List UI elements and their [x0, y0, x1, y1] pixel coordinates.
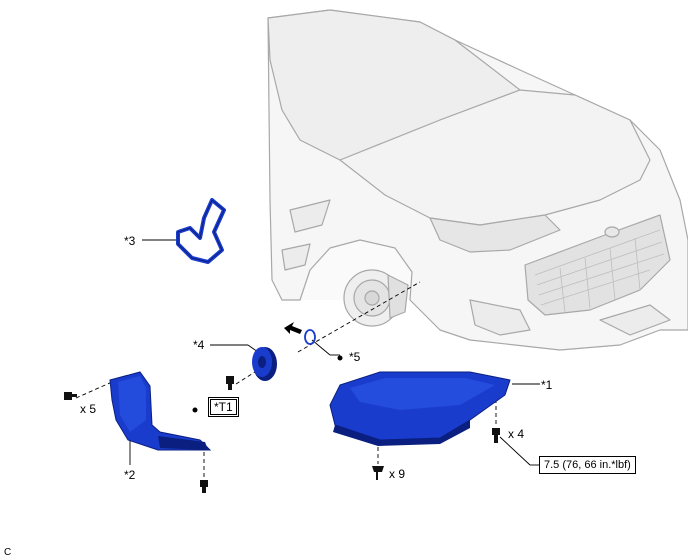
clip-icon: [372, 466, 384, 480]
bolt-icon: [200, 480, 208, 493]
label-part-3: *3: [124, 234, 136, 248]
label-part-2: *2: [124, 468, 136, 482]
idler-pulley: [252, 347, 277, 381]
marker-dot: [337, 355, 343, 361]
bolt-icon: [64, 392, 77, 400]
bolt-icon: [226, 376, 234, 390]
torque-spec-box: 7.5 (76, 66 in.*lbf): [539, 456, 636, 474]
label-qty-center-clips: x 9: [389, 467, 406, 481]
label-qty-right-bolts: x 4: [508, 427, 525, 441]
marker-dot: [192, 407, 198, 413]
arrow-icon: [284, 322, 302, 334]
callout-leader-lines: [129, 239, 540, 466]
tool-reference-box: *T1: [208, 397, 239, 417]
side-engine-cover: [109, 371, 212, 451]
engine-under-cover: [329, 371, 511, 446]
bolt-icon: [492, 428, 500, 443]
label-part-1: *1: [541, 378, 553, 392]
label-part-5: *5: [349, 350, 361, 364]
corner-code: C: [4, 547, 12, 558]
label-qty-left-bolts: x 5: [80, 402, 97, 416]
vehicle-front-illustration: [267, 9, 688, 351]
o-ring: [304, 329, 316, 345]
label-part-4: *4: [193, 338, 205, 352]
